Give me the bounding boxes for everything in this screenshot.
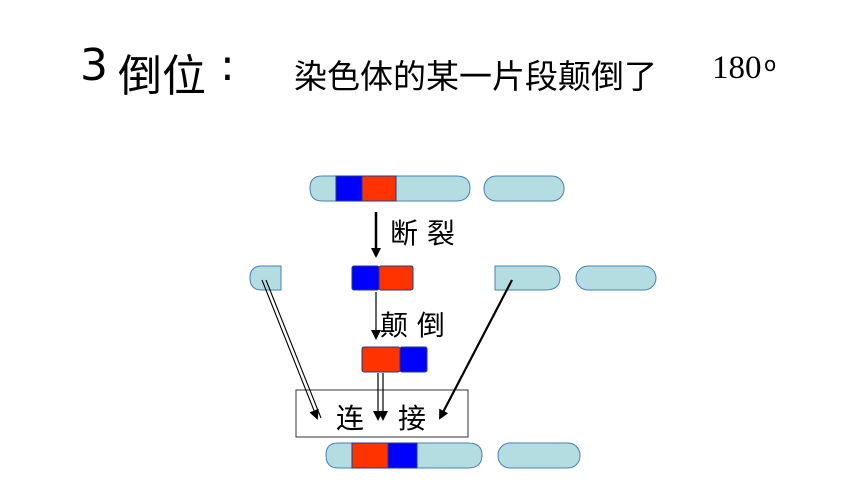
right-broken-end xyxy=(494,265,561,291)
definition-text: 染色体的某一片段颠倒了 xyxy=(294,57,657,96)
section-number: 3 xyxy=(80,40,108,91)
section-term: 倒位 xyxy=(118,51,206,102)
result-blue-segment xyxy=(387,442,418,469)
result-red-segment xyxy=(351,442,389,469)
left-end-arrow-a xyxy=(261,279,319,420)
left-broken-end xyxy=(249,265,282,291)
invert-label: 颠 倒 xyxy=(380,309,445,342)
result-chromosome xyxy=(325,442,581,469)
detached-blue-segment xyxy=(351,265,380,291)
process-arrows xyxy=(261,212,513,421)
left-end-arrow-b xyxy=(265,279,322,419)
right-end-arrow xyxy=(439,279,513,420)
result-short-arm xyxy=(497,442,581,469)
original-short-arm xyxy=(483,175,565,202)
join-label-left: 连 xyxy=(336,402,365,435)
inverted-blue-segment xyxy=(399,346,428,373)
break-label: 断 裂 xyxy=(390,217,455,250)
broken-chromosome xyxy=(249,265,657,291)
broken-short-arm xyxy=(575,265,657,291)
inverted-red-segment xyxy=(361,346,401,373)
title-colon: : xyxy=(220,40,235,91)
original-chromosome xyxy=(309,175,565,202)
original-red-segment xyxy=(361,175,397,202)
inverted-segment xyxy=(361,346,428,373)
join-label-right: 接 xyxy=(398,402,427,435)
degree-value: 180 xyxy=(712,50,762,86)
original-blue-segment xyxy=(335,175,363,202)
degree-mark: o xyxy=(764,52,777,76)
detached-red-segment xyxy=(378,265,414,291)
